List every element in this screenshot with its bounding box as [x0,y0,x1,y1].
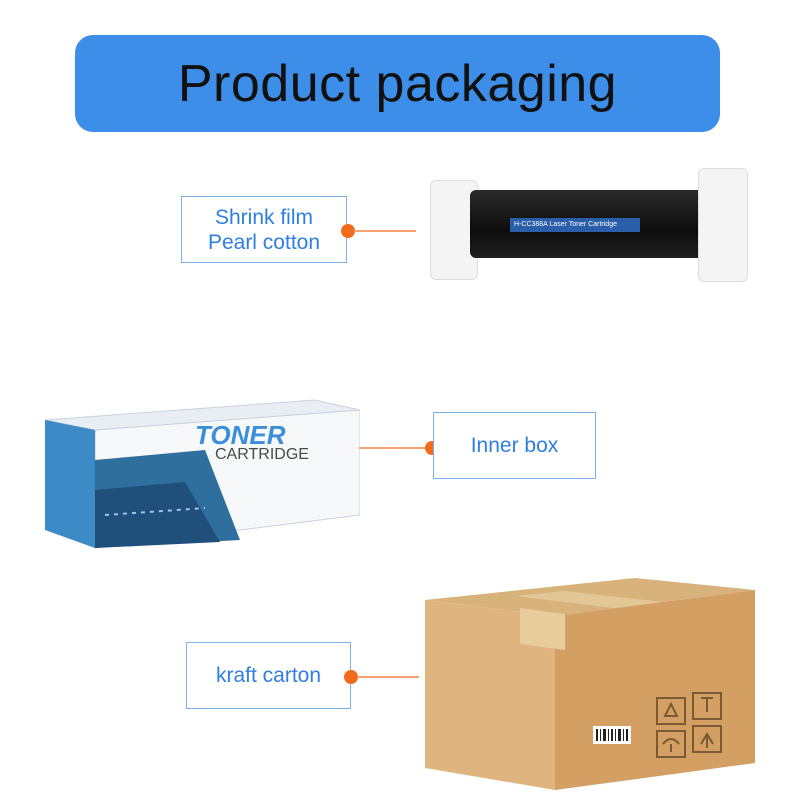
carton-callout-line [357,676,419,678]
inner-callout-line [359,447,429,449]
shrink-film-label-box: Shrink film Pearl cotton [181,196,347,263]
kraft-carton-text: kraft carton [215,664,322,687]
inner-box-image: TONER CARTRIDGE [44,390,361,550]
kraft-carton-image [425,578,760,790]
shrink-callout-line [354,230,416,232]
pearl-cotton-text: Pearl cotton [207,230,321,254]
cartridge-label-strip: H-CC388A Laser Toner Cartridge [510,218,640,232]
title-banner: Product packaging [75,35,720,132]
inner-box-text: Inner box [470,434,559,457]
shrink-film-text: Shrink film [214,205,314,229]
kraft-carton-label-box: kraft carton [186,642,351,709]
box-cartridge-word: CARTRIDGE [215,446,309,463]
box-toner-word: TONER [195,420,286,450]
shrink-wrapped-cartridge-image: H-CC388A Laser Toner Cartridge [430,168,748,288]
page-title: Product packaging [177,54,618,113]
inner-box-label-box: Inner box [433,412,596,479]
shrink-callout-dot [341,224,355,238]
right-foam-cap [698,168,748,282]
carton-callout-dot [344,670,358,684]
